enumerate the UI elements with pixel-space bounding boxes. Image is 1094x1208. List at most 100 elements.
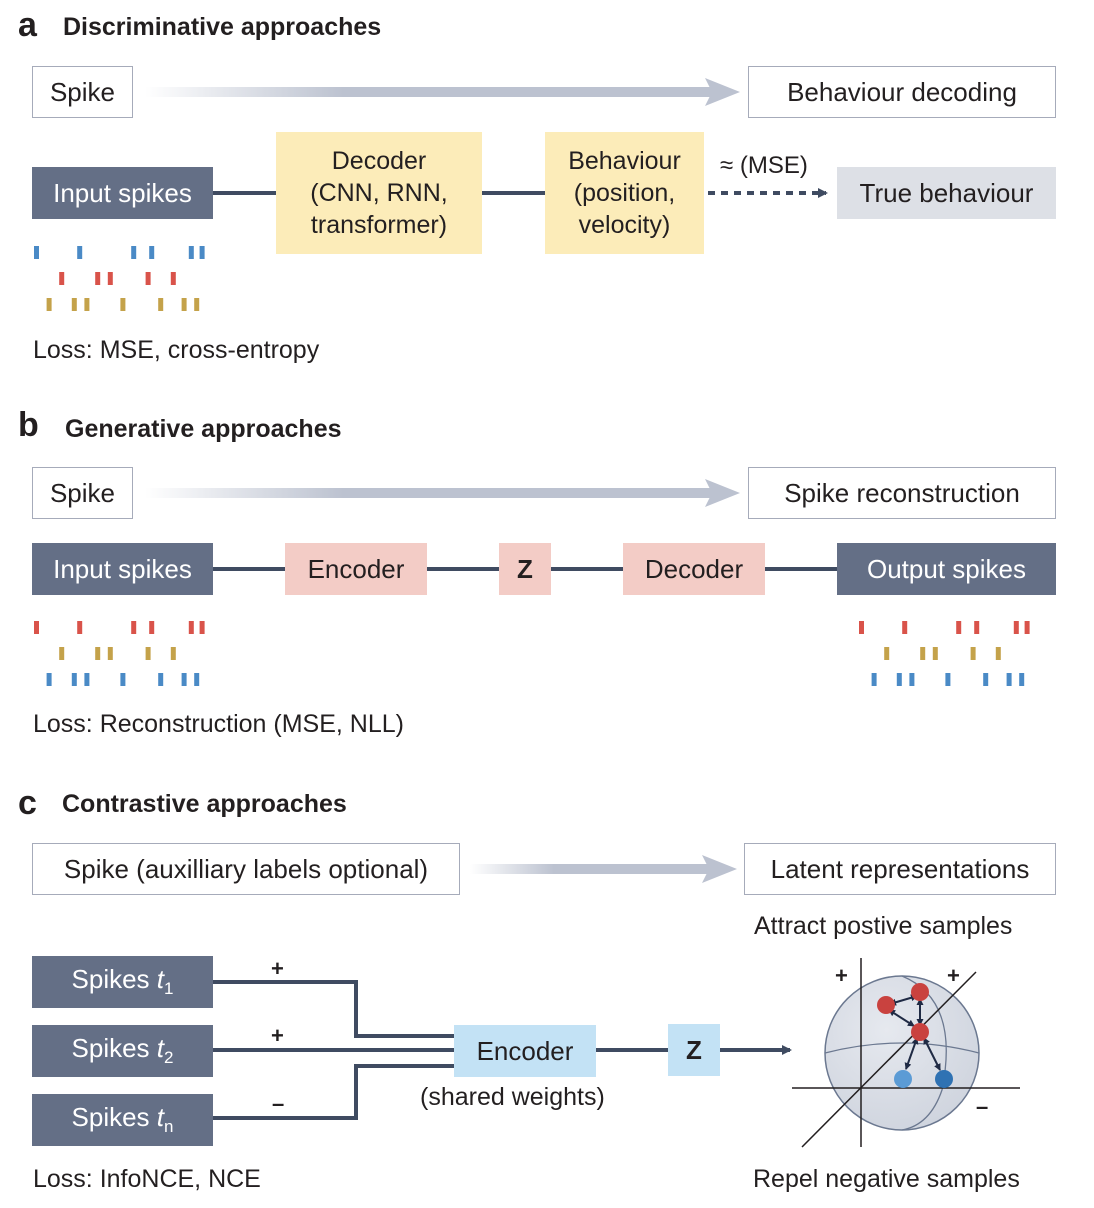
panel-c-sign-t1: + [271, 956, 284, 981]
spike-mark [194, 298, 200, 311]
spike-mark [871, 673, 877, 686]
spike-mark [77, 621, 83, 634]
panel-a-decoder-box: Decoder (CNN, RNN, transformer) [276, 132, 482, 254]
spike-mark [188, 621, 194, 634]
spike-mark [896, 673, 902, 686]
spike-mark [145, 272, 151, 285]
spike-mark [131, 621, 137, 634]
panel-b-input-spikes-label: Input spikes [53, 553, 192, 584]
panel-c-sign-t2: + [271, 1023, 284, 1048]
panel-b-latent-z-label: Z [517, 553, 533, 584]
panel-a-true-behaviour-label: True behaviour [859, 177, 1034, 208]
sphere-equator [824, 1042, 980, 1054]
panel-b-output-spikes-box: Output spikes [837, 543, 1056, 595]
panel-c-spikes-tn-box: Spikes tn [32, 1094, 213, 1146]
spike-mark [158, 673, 164, 686]
latent-sphere-illustration [792, 958, 1020, 1148]
panel-b-input-spike-raster [34, 621, 205, 686]
spike-mark [149, 246, 155, 259]
spike-mark [120, 298, 126, 311]
panel-c-title: Contrastive approaches [62, 790, 347, 818]
spike-mark [107, 272, 113, 285]
panel-c-flow-to-box: Latent representations [744, 843, 1056, 895]
panel-a-input-spike-raster [34, 246, 205, 311]
panel-b-latent-z-box: Z [499, 543, 551, 595]
panel-c-spikes-t1-label: Spikes t1 [71, 964, 174, 999]
panel-a-loss-label: Loss: MSE, cross-entropy [33, 336, 320, 364]
panel-c-latent-z-box: Z [668, 1024, 720, 1076]
spike-mark [95, 272, 101, 285]
spike-mark [84, 298, 90, 311]
panel-c-loss-label: Loss: InfoNCE, NCE [33, 1165, 261, 1193]
panel-c-flow-from-box: Spike (auxilliary labels optional) [32, 843, 460, 895]
panel-b-title: Generative approaches [65, 415, 342, 443]
panel-c-spikes-t1-box: Spikes t1 [32, 956, 213, 1008]
spike-mark [945, 673, 951, 686]
panel-b-encoder-label: Encoder [307, 553, 405, 584]
panel-b-encoder-box: Encoder [285, 543, 427, 595]
spike-mark [34, 621, 39, 634]
panel-a-input-spikes-label: Input spikes [53, 177, 192, 208]
spike-mark [884, 647, 890, 660]
panel-a-flow-to-label: Behaviour decoding [787, 76, 1017, 107]
spike-mark [194, 673, 200, 686]
panel-a-decoder-line-2: (CNN, RNN, [310, 179, 448, 207]
panel-b-output-spike-raster [859, 621, 1030, 686]
panel-c-flow-arrow [470, 855, 737, 883]
spike-mark [46, 298, 52, 311]
panel-c-flow-to-label: Latent representations [770, 853, 1030, 884]
panel-b-output-spikes-label: Output spikes [867, 553, 1026, 584]
spike-mark [170, 272, 176, 285]
spike-mark [170, 647, 176, 660]
spike-mark [188, 246, 194, 259]
panel-c-latent-z-label: Z [686, 1034, 702, 1065]
spike-mark [956, 621, 962, 634]
spike-mark [84, 673, 90, 686]
spike-mark [181, 298, 187, 311]
panel-b-loss-label: Loss: Reconstruction (MSE, NLL) [33, 710, 404, 738]
axis-diagonal [801, 971, 977, 1148]
spike-mark [181, 673, 187, 686]
spike-mark [34, 246, 39, 259]
panel-c-sign-tn: – [272, 1091, 285, 1116]
panel-a-flow-from-label: Spike [49, 76, 116, 107]
sphere-quadrant-sign-top-left: + [835, 963, 848, 988]
positive-sample-point [911, 983, 929, 1001]
spike-mark [1019, 673, 1025, 686]
spike-mark [199, 246, 205, 259]
repel-arrow-1 [904, 1037, 919, 1070]
spike-mark [1024, 621, 1030, 634]
sphere-quadrant-sign-top-right: + [947, 963, 960, 988]
panel-a-decoder-line-1: Decoder [331, 147, 427, 175]
panel-a-true-behaviour-box: True behaviour [837, 167, 1056, 219]
panel-a-flow-arrow [145, 78, 740, 106]
panel-a-behaviour-output-box: Behaviour (position, velocity) [545, 132, 704, 254]
panel-a-behaviour-line-3: velocity) [578, 211, 671, 239]
spike-mark [1006, 673, 1012, 686]
panel-b-flow-to-label: Spike reconstruction [784, 477, 1020, 508]
spike-mark [995, 647, 1001, 660]
spike-mark [909, 673, 915, 686]
panel-c-letter: c [18, 784, 37, 822]
spike-mark [71, 298, 77, 311]
panel-b-flow-arrow [145, 479, 740, 507]
panel-a-decoder-line-3: transformer) [310, 211, 448, 239]
positive-sample-point [877, 996, 895, 1014]
spike-mark [120, 673, 126, 686]
panel-c-line-tn-encoder [213, 1064, 454, 1120]
panel-c-repel-label: Repel negative samples [753, 1165, 1020, 1193]
panel-a-input-spikes-box: Input spikes [32, 167, 213, 219]
spike-mark [107, 647, 113, 660]
spike-mark [95, 647, 101, 660]
panel-a-letter: a [18, 6, 37, 44]
spike-mark [71, 673, 77, 686]
spike-mark [920, 647, 926, 660]
panel-a-behaviour-line-1: Behaviour [568, 147, 681, 175]
panel-b-flow-from-label: Spike [49, 477, 116, 508]
spike-mark [59, 647, 65, 660]
positive-sample-point [911, 1023, 929, 1041]
panel-c-encoder-box: Encoder [454, 1025, 596, 1077]
spike-mark [77, 246, 83, 259]
panel-c-shared-weights-label: (shared weights) [420, 1083, 605, 1111]
